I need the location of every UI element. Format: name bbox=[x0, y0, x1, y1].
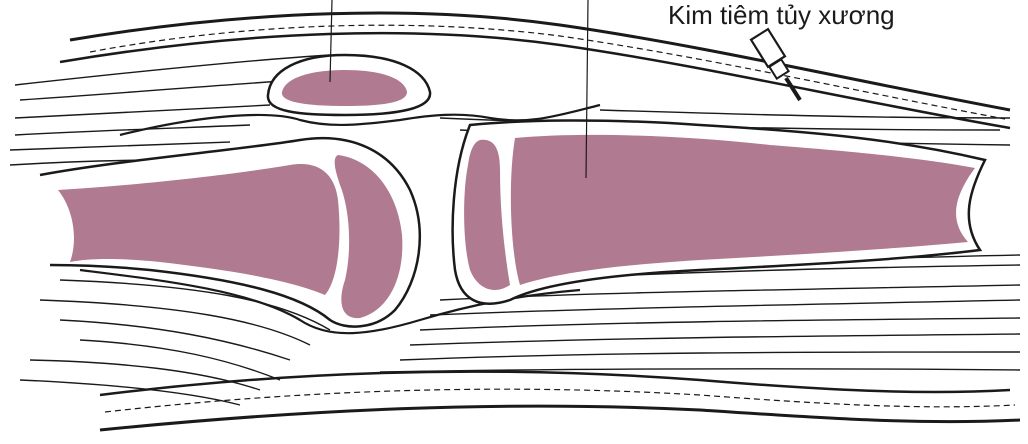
needle-label: Kim tiêm tủy xương bbox=[668, 0, 895, 31]
needle-icon bbox=[751, 29, 800, 100]
lower-skin-layer bbox=[100, 372, 1020, 430]
